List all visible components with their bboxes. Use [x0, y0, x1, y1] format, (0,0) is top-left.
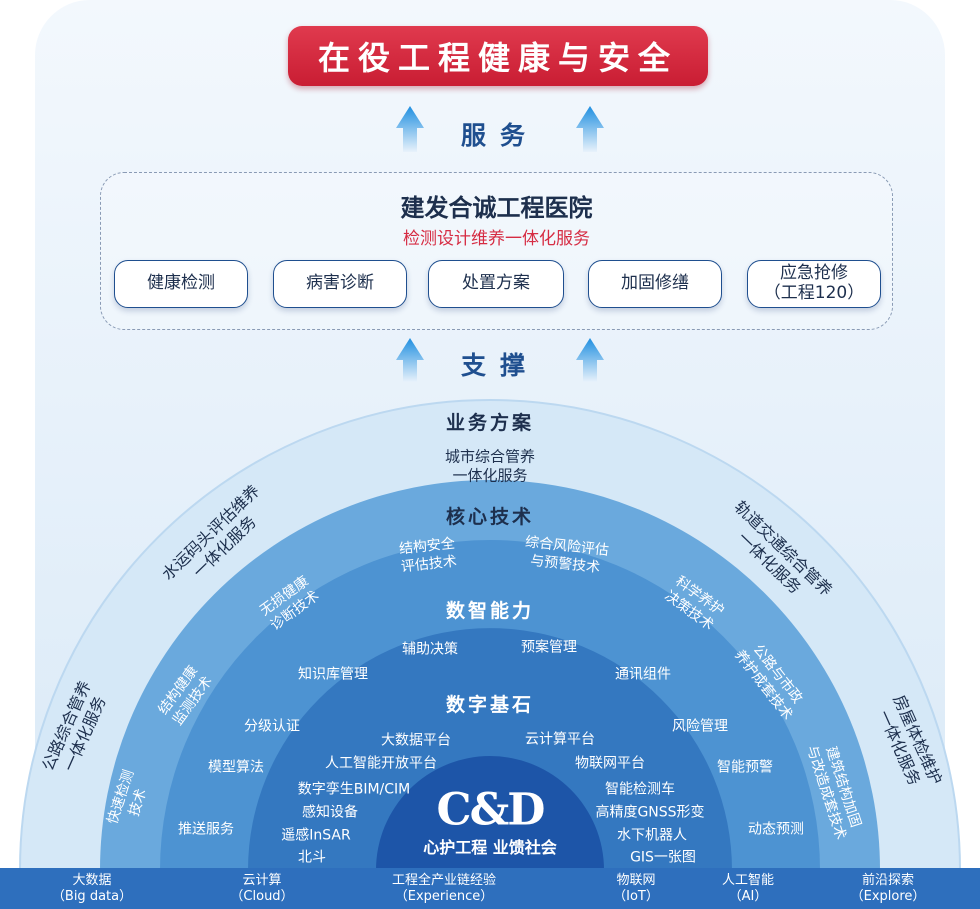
service-emergency-repair: 应急抢修 （工程120）: [747, 260, 881, 308]
bottom-item-cn: 工程全产业链经验: [391, 873, 497, 888]
page-title: 在役工程健康与安全: [288, 26, 708, 86]
text-line: 一体化服务: [452, 466, 528, 484]
smart-item: 智能预警: [717, 759, 773, 776]
bottom-item-cloud: 云计算 （Cloud）: [230, 873, 293, 904]
smart-item: 辅助决策: [402, 641, 458, 658]
foundation-item: 感知设备: [302, 804, 358, 821]
service-label-line1: 加固修缮: [621, 273, 689, 294]
service-label-line1: 病害诊断: [306, 273, 374, 294]
foundation-item: 高精度GNSS形变: [595, 804, 705, 821]
hospital-title: 建发合诚工程医院: [400, 194, 593, 222]
service-label-line2: （工程120）: [763, 283, 865, 303]
bottom-item-cn: 人工智能: [721, 873, 775, 888]
bottom-item-cn: 物联网: [616, 873, 656, 888]
ring-business-edge: [19, 399, 961, 871]
foundation-item: 云计算平台: [525, 731, 595, 748]
up-arrow-icon: [396, 338, 424, 382]
foundation-item: 物联网平台: [575, 755, 645, 772]
bottom-item-cn: 前沿探索: [861, 873, 915, 888]
bottom-item-iot: 物联网 （IoT）: [613, 873, 659, 904]
bottom-item-explore: 前沿探索 （Explore）: [851, 873, 926, 904]
smart-item: 分级认证: [244, 718, 300, 735]
bottom-item-cn: 大数据: [72, 873, 112, 888]
bottom-item-en: （AI）: [728, 888, 768, 904]
bottom-item-en: （Cloud）: [230, 888, 294, 904]
foundation-item: 北斗: [298, 849, 326, 866]
foundation-item: GIS一张图: [630, 849, 696, 866]
bottom-item-ai: 人工智能 （AI）: [722, 873, 774, 904]
up-arrow-icon: [576, 338, 604, 382]
bottom-item-en: （Big data）: [51, 888, 133, 904]
smart-item: 模型算法: [208, 759, 264, 776]
ring-title-core: 核心技术: [445, 506, 535, 529]
foundation-item: 水下机器人: [617, 827, 687, 844]
service-label-line1: 健康检测: [147, 273, 215, 294]
ring-title-foundation: 数字基石: [445, 694, 535, 717]
text-line: 城市综合管养: [444, 447, 536, 466]
smart-item: 知识库管理: [298, 666, 368, 683]
company-logo: C&D: [436, 784, 546, 836]
ring-title-smart: 数智能力: [445, 600, 535, 623]
business-center: 城市综合管养 一体化服务: [445, 447, 535, 485]
foundation-item: 数字孪生BIM/CIM: [297, 781, 411, 798]
bottom-item-experience: 工程全产业链经验 （Experience）: [392, 873, 496, 904]
smart-item: 通讯组件: [615, 666, 671, 683]
bottom-item-big-data: 大数据 （Big data）: [52, 873, 132, 904]
service-label-line1: 应急抢修: [780, 263, 848, 284]
core-badge: [376, 756, 604, 870]
ring-foundation: [248, 628, 732, 870]
foundation-item: 遥感InSAR: [281, 827, 351, 844]
foundation-item: 大数据平台: [381, 732, 451, 749]
service-health-inspection: 健康检测: [114, 260, 248, 308]
up-arrow-icon: [576, 106, 604, 152]
service-label: 服务: [460, 121, 539, 150]
service-label-line1: 处置方案: [462, 273, 530, 294]
service-treatment-plan: 处置方案: [428, 260, 564, 308]
smart-item: 动态预测: [748, 821, 804, 838]
smart-item: 风险管理: [672, 718, 728, 735]
company-slogan: 心护工程 业馈社会: [423, 838, 557, 857]
bottom-item-en: （IoT）: [613, 888, 659, 904]
bottom-item-cn: 云计算: [242, 873, 282, 888]
ring-title-business: 业务方案: [445, 412, 535, 435]
smart-item: 推送服务: [178, 821, 234, 838]
bottom-bar: [0, 868, 980, 909]
service-reinforcement: 加固修缮: [588, 260, 722, 308]
hospital-subtitle: 检测设计维养一体化服务: [403, 229, 590, 249]
smart-item: 预案管理: [521, 639, 577, 656]
support-label: 支撑: [460, 351, 539, 380]
up-arrow-icon: [396, 106, 424, 152]
core-item: 结构安全 评估技术: [398, 536, 457, 577]
foundation-item: 智能检测车: [605, 781, 675, 798]
bottom-item-en: （Explore）: [850, 888, 926, 904]
service-disease-diagnosis: 病害诊断: [273, 260, 407, 308]
bottom-item-en: （Experience）: [394, 888, 494, 904]
foundation-item: 人工智能开放平台: [325, 755, 437, 772]
